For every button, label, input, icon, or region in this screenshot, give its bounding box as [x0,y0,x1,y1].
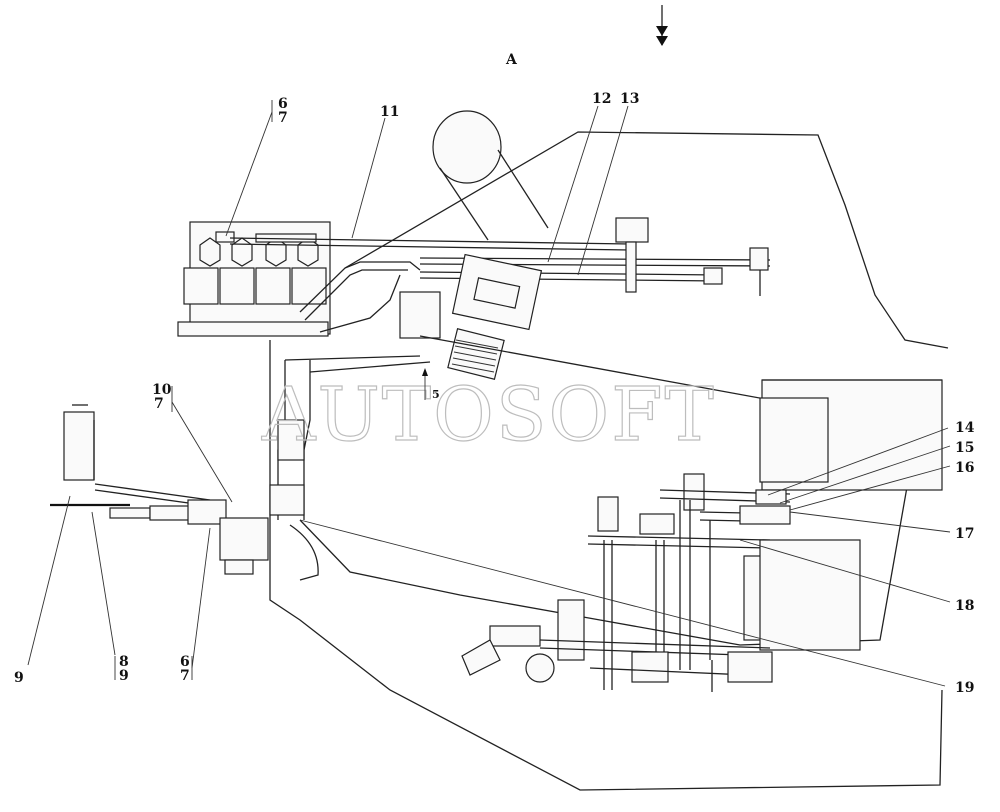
filter-grille [451,339,499,373]
callout-7-bottom: 7 [180,668,190,684]
callout-7-left: 7 [154,396,164,412]
callout-13: 13 [620,91,639,107]
watermark: AUTOSOFT [261,372,716,458]
callout-8: 8 [119,654,129,670]
callout-11: 11 [380,104,399,120]
callout-12: 12 [592,91,611,107]
upper-rods [229,217,771,296]
air-pipe [432,110,549,241]
leader-lines [27,100,951,687]
callout-18: 18 [955,598,974,614]
injection-pump [177,221,331,337]
callout-5: 5 [432,388,440,401]
callout-9-left: 9 [14,670,24,686]
lower-mechanism [461,473,861,692]
view-arrow [656,5,668,46]
lever-bracket [299,253,881,421]
callout-9-bottom: 9 [119,668,129,684]
callout-6-top: 6 [278,96,288,112]
right-box [759,379,943,491]
callout-10: 10 [152,382,172,398]
callout-16: 16 [955,460,974,476]
callout-7-top: 7 [278,110,288,126]
callout-17: 17 [955,526,974,542]
callout-15: 15 [955,440,974,456]
callout-6-bottom: 6 [180,654,190,670]
vertical-pipe [269,355,431,581]
engine-outline [269,131,949,791]
callout-19: 19 [955,680,974,696]
view-label: A [505,52,518,68]
callout-labels: 6 7 11 12 13 10 7 14 15 16 17 18 19 9 8 … [14,91,975,696]
left-lever [50,404,269,575]
callout-14: 14 [955,420,975,436]
